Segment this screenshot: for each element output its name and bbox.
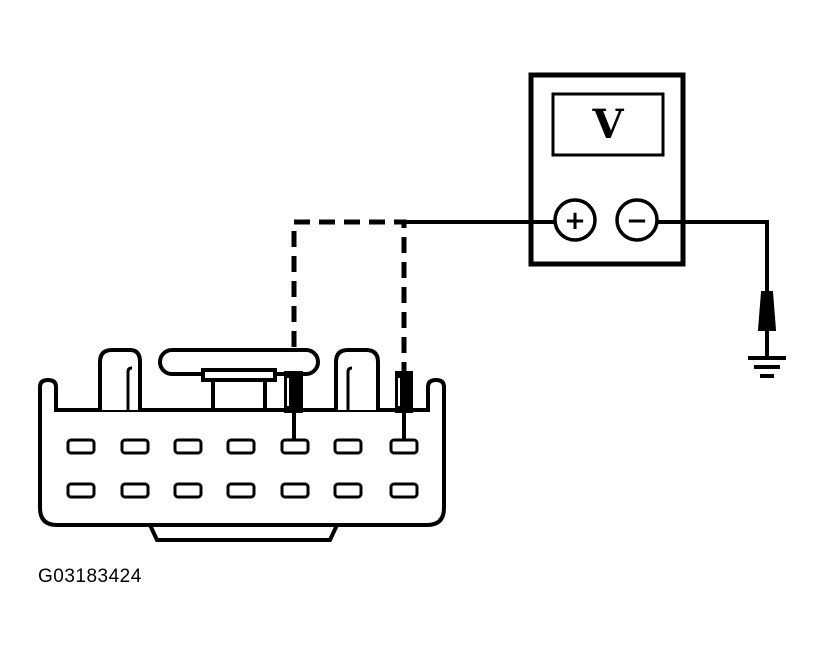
terminal-cavity [389,438,419,455]
terminal-cavity [226,438,256,455]
ground-lead [657,220,786,378]
terminal-cavity [333,438,363,455]
ground-lead-clip [757,291,777,331]
ground-symbol-icon [748,356,786,378]
alternate-lead-dashed-wire [291,219,407,372]
terminal-row-bottom [66,482,419,499]
terminal-cavity [173,482,203,499]
back-probe-dashed-position [284,371,303,440]
terminal-row-top [66,438,419,455]
terminal-cavity [120,438,150,455]
terminal-cavity [173,438,203,455]
connector [38,348,446,542]
connector-bottom-lip [148,524,339,542]
connector-left-tab [98,348,142,410]
terminal-cavity [226,482,256,499]
multimeter-display-label: V [591,101,624,148]
multimeter: V + − [528,72,686,267]
terminal-cavity [280,438,310,455]
connector-center-block [211,378,267,412]
negative-lead-wire [657,220,769,292]
terminal-cavity [66,482,96,499]
terminal-cavity [333,482,363,499]
terminal-cavity [66,438,96,455]
connector-right-tab [334,348,380,410]
multimeter-display [551,92,665,157]
positive-terminal-label: + [564,206,586,236]
figure-code: G03183424 [38,566,142,587]
terminal-cavity [389,482,419,499]
terminal-cavity [120,482,150,499]
back-probe-solid-position [395,371,413,440]
terminal-cavity [280,482,310,499]
negative-terminal-label: − [626,206,648,236]
